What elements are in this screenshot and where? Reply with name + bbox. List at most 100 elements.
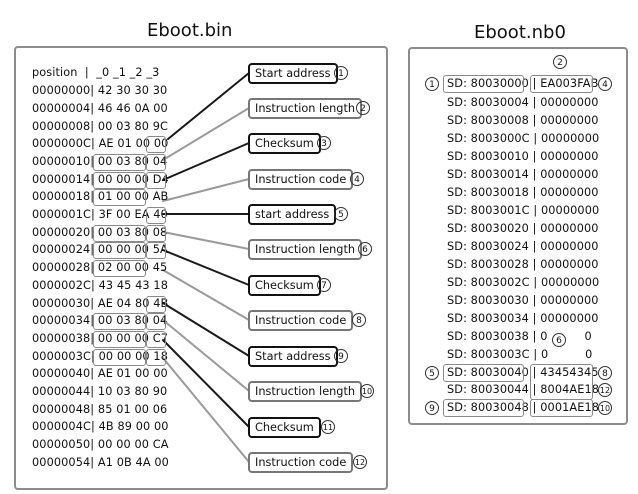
left-title: Eboot.bin [147, 20, 233, 41]
connector-7 [162, 249, 250, 286]
hex-row: 00000050| 00 00 00 CA [32, 438, 169, 451]
nb0-row: SD: 80030018 | 00000000 [447, 186, 599, 199]
nb0-highlight-box [443, 399, 524, 417]
eboot-bin-panel [14, 46, 388, 490]
hex-row: 00000044| 10 03 80 90 [32, 385, 168, 398]
hex-highlight-box [93, 331, 146, 348]
hex-highlight-box [93, 225, 146, 242]
connector-12 [162, 357, 250, 463]
hex-highlight-box [146, 296, 166, 313]
nb0-row: SD: 80030038 | 0 0 [447, 330, 592, 343]
marker-nb0-first: 1 [425, 77, 439, 91]
marker-nb0-mid: 6 [552, 333, 566, 347]
marker-nb0-r40: 5 [425, 366, 439, 380]
hex-row: 00000024| 00 00 00 5A [32, 243, 168, 256]
nb0-row: SD: 80030044 | 8004AE18 [447, 383, 600, 396]
nb0-highlight-box [530, 399, 593, 417]
marker-3: 3 [317, 136, 331, 150]
marker-1: 1 [334, 66, 348, 80]
hex-row: 00000020| 00 03 80 08 [32, 226, 168, 239]
label-instruction-length: Instruction length [248, 381, 363, 402]
marker-6: 6 [358, 242, 372, 256]
nb0-row: SD: 80030024 | 00000000 [447, 240, 599, 253]
connector-9 [162, 302, 250, 357]
hex-header: position | _0 _1 _2 _3 [32, 66, 160, 79]
hex-row: 00000034| 00 03 80 04 [32, 314, 168, 327]
nb0-row: SD: 80030030 | 00000000 [447, 294, 599, 307]
connector-11 [162, 339, 250, 428]
nb0-row: SD: 80030028 | 00000000 [447, 258, 599, 271]
nb0-row: SD: 80030010 | 00000000 [447, 150, 599, 163]
connector-4 [162, 178, 250, 202]
connector-1 [167, 72, 250, 140]
hex-row: 00000018| 01 00 00 AB [32, 190, 169, 203]
nb0-row: SD: 80030040 | 43454345 [447, 366, 599, 379]
connector-6 [162, 231, 250, 250]
hex-highlight-box [146, 242, 166, 259]
hex-highlight-box [146, 172, 166, 189]
hex-row: 0000001C| 3F 00 EA 40 [32, 208, 168, 221]
label-checksum: Checksum [248, 133, 321, 154]
hex-highlight-box [93, 172, 146, 189]
hex-highlight-box [146, 136, 166, 153]
nb0-highlight-box [530, 75, 593, 93]
right-title: Eboot.nb0 [474, 22, 566, 43]
nb0-row: SD: 8003002C | 00000000 [447, 276, 600, 289]
hex-row: 0000002C| 43 45 43 18 [32, 279, 168, 292]
nb0-row: SD: 80030000 | EA003FAB [447, 77, 599, 90]
hex-highlight-box [146, 225, 166, 242]
hex-highlight-box [93, 349, 146, 366]
hex-row: 00000028| 02 00 00 45 [32, 261, 168, 274]
marker-11: 11 [321, 420, 335, 434]
hex-row: 00000054| A1 0B 4A 00 [32, 456, 169, 469]
label-instruction-code: Instruction code [248, 169, 354, 190]
marker-7: 7 [317, 278, 331, 292]
marker-12: 12 [353, 455, 367, 469]
marker-nb0-r40-val: 8 [598, 366, 612, 380]
marker-nb0-r48-val: 10 [598, 401, 612, 415]
hex-highlight-box [93, 189, 146, 206]
eboot-nb0-panel [408, 47, 628, 425]
label-instruction-code: Instruction code [248, 452, 354, 473]
nb0-row: SD: 8003003C | 0 0 [447, 348, 593, 361]
hex-highlight-box [146, 349, 166, 366]
nb0-row: SD: 80030020 | 00000000 [447, 222, 599, 235]
nb0-highlight-box [443, 364, 524, 382]
label-checksum: Checksum [248, 275, 321, 296]
nb0-row: SD: 80030014 | 00000000 [447, 168, 599, 181]
hex-row: 00000030| AE 04 80 4B [32, 297, 169, 310]
hex-row: 00000040| AE 01 00 00 [32, 367, 168, 380]
nb0-highlight-box [530, 364, 593, 400]
nb0-row: SD: 8003000C | 00000000 [447, 132, 600, 145]
connector-3 [162, 142, 250, 181]
label-start-address: Start address [248, 63, 338, 84]
hex-row: 00000048| 85 01 00 06 [32, 403, 168, 416]
hex-row: 00000004| 46 46 0A 00 [32, 102, 168, 115]
hex-highlight-box [146, 313, 166, 330]
hex-row: 00000008| 00 03 80 9C [32, 120, 168, 133]
hex-highlight-box [93, 260, 146, 277]
marker-nb0-r48: 9 [425, 401, 439, 415]
marker-nb0-first-val: 4 [598, 77, 612, 91]
nb0-highlight-box [443, 75, 524, 93]
marker-5: 5 [334, 207, 348, 221]
nb0-row: SD: 80030048 | 0001AE18 [447, 401, 600, 414]
hex-row: 00000010| 00 03 80 04 [32, 155, 168, 168]
label-checksum: Checksum [248, 417, 321, 438]
label-instruction-length: Instruction length [248, 98, 363, 119]
hex-highlight-box [93, 154, 146, 171]
hex-highlight-box [93, 313, 146, 330]
hex-highlight-box [146, 207, 166, 224]
marker-10: 10 [360, 384, 374, 398]
label-instruction-length: Instruction length [248, 239, 363, 260]
label-instruction-code: Instruction code [248, 310, 354, 331]
marker-9: 9 [334, 349, 348, 363]
nb0-row: SD: 80030008 | 00000000 [447, 114, 599, 127]
connector-10 [162, 319, 250, 392]
nb0-row: SD: 80030004 | 00000000 [447, 96, 599, 109]
marker-4: 4 [350, 172, 364, 186]
connector-2 [162, 107, 250, 161]
hex-highlight-box [93, 242, 146, 259]
hex-highlight-box [146, 331, 166, 348]
